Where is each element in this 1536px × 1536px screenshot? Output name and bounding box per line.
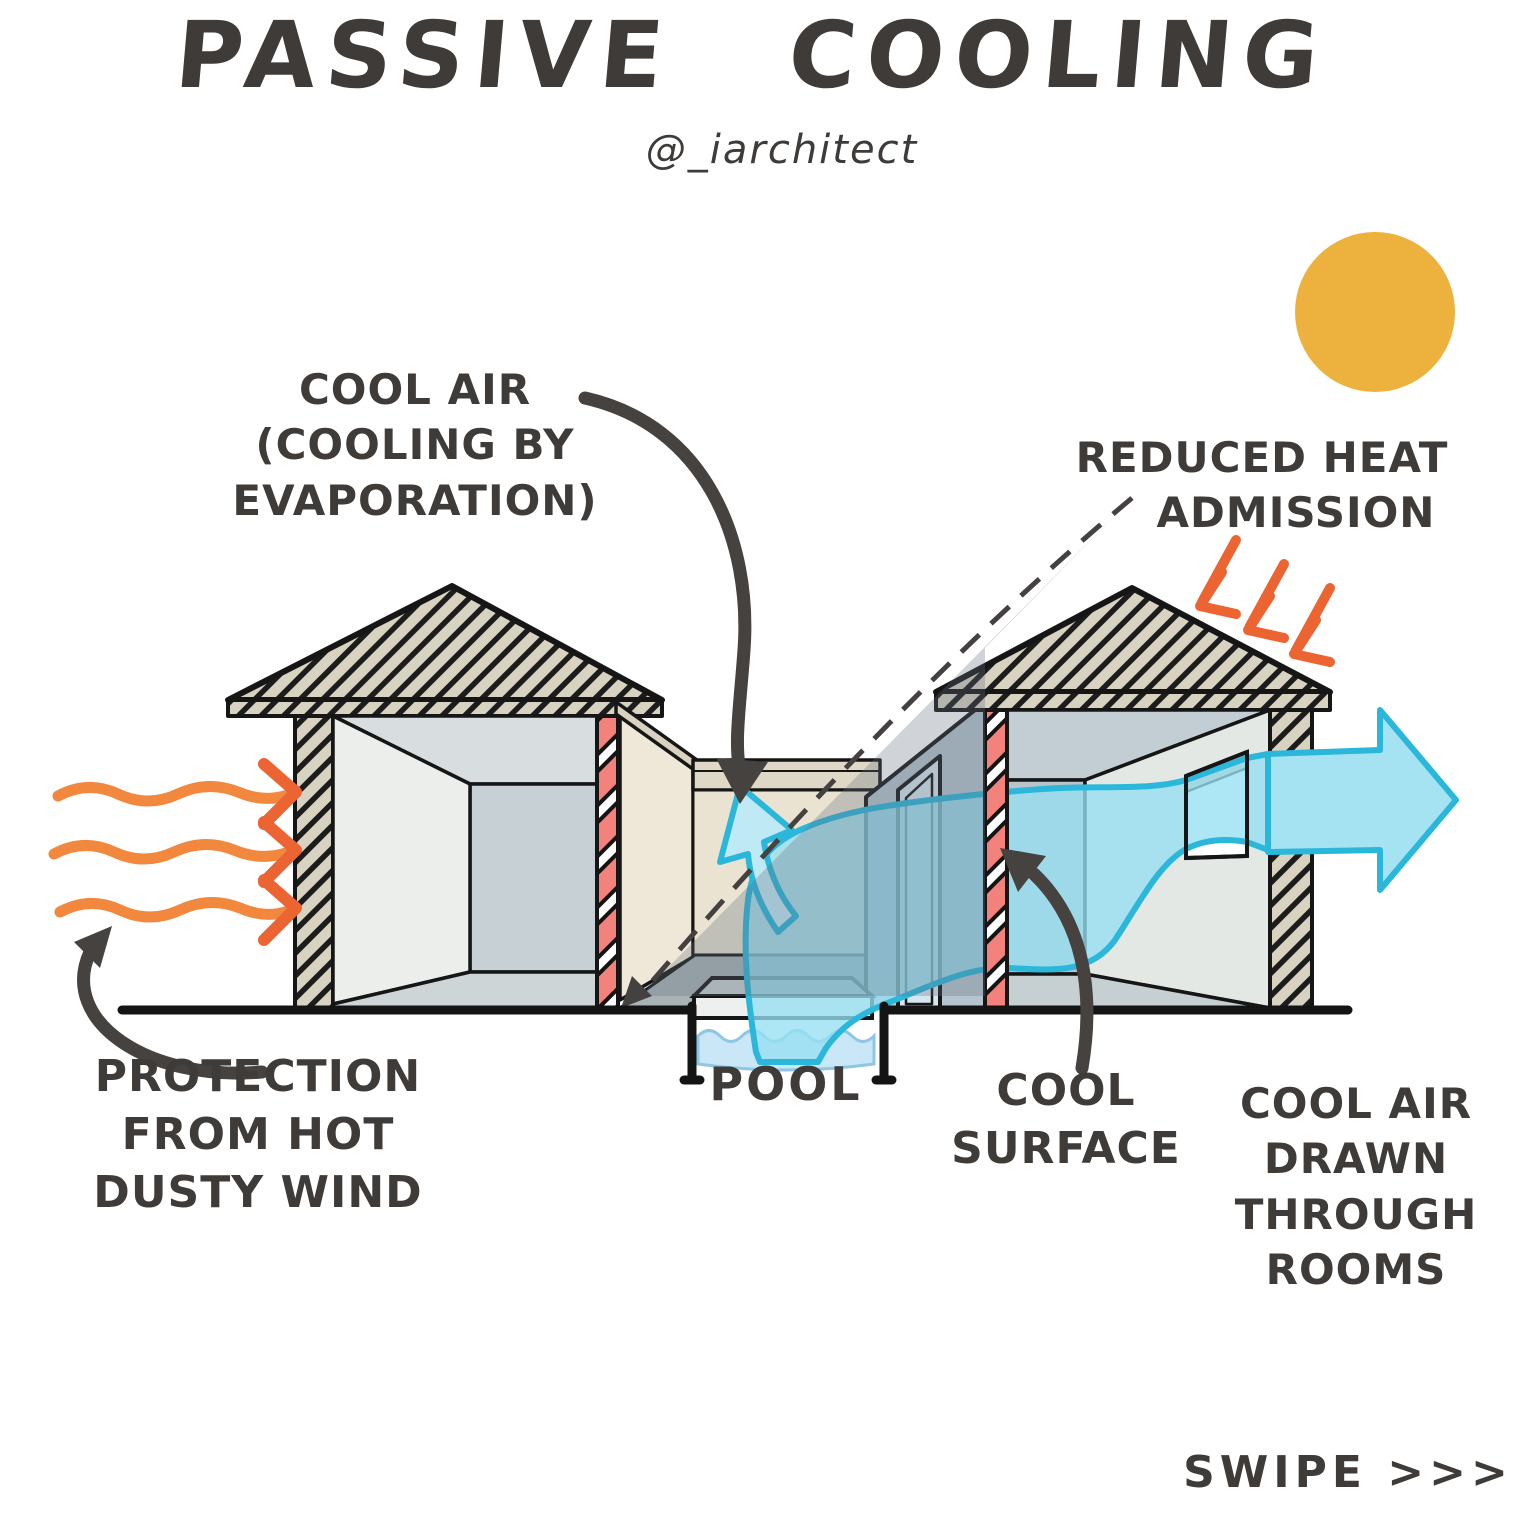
protection-pointer-arrow: [74, 926, 269, 1080]
annotation-arrows: [74, 391, 1094, 1080]
heat-arrow-icon: [1195, 535, 1241, 619]
label-cool-surface: COOL SURFACE: [951, 1065, 1181, 1175]
swipe-hint[interactable]: SWIPE >>>: [1183, 1447, 1513, 1498]
wavy-arrow-icon: [48, 839, 292, 865]
window-frame: [1184, 749, 1249, 861]
left-cool-surface-wall: [595, 714, 620, 1010]
label-protection-wind: PROTECTION FROM HOT DUSTY WIND: [93, 1051, 423, 1219]
heat-arrow-icon: [1289, 583, 1335, 667]
wavy-arrow-icon: [54, 897, 294, 923]
cool-surface-pointer-arrow: [1000, 848, 1094, 1075]
evaporation-up-arrow-icon: [717, 783, 799, 935]
heat-arrow-icon: [1243, 559, 1289, 643]
exit-airflow-arrow-icon: [1265, 707, 1459, 893]
label-pool: POOL: [709, 1057, 863, 1111]
label-reduced-heat-admission: REDUCED HEAT ADMISSION: [1075, 433, 1449, 538]
ground-line: [117, 1001, 1353, 1085]
left-roof: [225, 583, 665, 718]
wavy-arrow-icon: [52, 781, 294, 807]
dashed-line-icon: [621, 496, 1134, 1008]
credit-handle: @_iarchitect: [645, 127, 919, 173]
left-room-interior: [331, 714, 599, 1010]
left-exterior-wall: [293, 714, 335, 1012]
label-cool-air-evaporation: COOL AIR (COOLING BY EVAPORATION): [232, 365, 598, 525]
page-title: PASSIVE COOLING: [171, 2, 1333, 109]
left-building: [225, 583, 665, 1012]
cool-air-pointer-arrow: [578, 391, 768, 804]
hot-wind-arrows: [48, 758, 302, 946]
sun-icon: [1295, 232, 1455, 392]
shade-area: [640, 498, 1132, 996]
right-cool-surface-wall: [983, 708, 1009, 1010]
heat-rays: [1195, 535, 1335, 667]
right-roof: [933, 585, 1333, 712]
label-cool-air-drawn: COOL AIR DRAWN THROUGH ROOMS: [1234, 1079, 1478, 1295]
